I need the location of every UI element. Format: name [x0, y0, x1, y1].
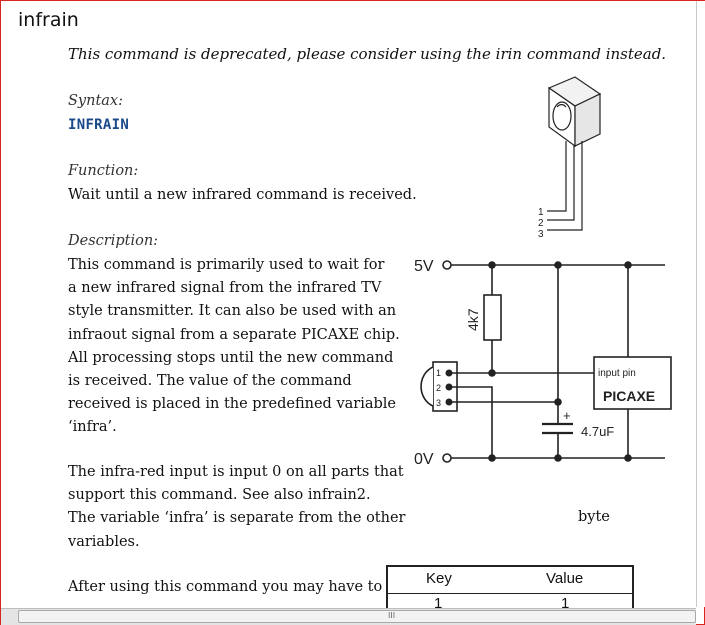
- table-header-value: Value: [546, 570, 584, 587]
- pin-label: 3: [538, 229, 544, 240]
- description-line: is received. The value of the command: [68, 373, 352, 390]
- supply-label: 5V: [414, 258, 434, 275]
- notes-text: The infra-red input is input 0 on all pa…: [68, 461, 406, 554]
- table-cell: 1: [561, 595, 570, 612]
- key-value-table: Key Value 1 1: [386, 565, 634, 617]
- deprecation-notice: This command is deprecated, please consi…: [68, 45, 667, 63]
- chip-label: PICAXE: [603, 388, 655, 404]
- description-line: This command is primarily used to wait f…: [68, 257, 385, 273]
- syntax-label: Syntax:: [68, 93, 123, 109]
- capacitor-plus: +: [563, 408, 571, 423]
- after-text: After using this command you may have to: [68, 579, 383, 595]
- description-line: All processing stops until the new comma…: [68, 349, 394, 366]
- scrollbar-grip-icon: III: [388, 611, 396, 620]
- notes-line: The infra-red input is input 0 on all pa…: [68, 464, 404, 480]
- byte-label: byte: [578, 509, 610, 525]
- chip-pin-label: input pin: [598, 368, 636, 379]
- notes-line: The variable ‘infra’ is separate from th…: [68, 510, 406, 527]
- description-line: a new infrared signal from the infrared …: [68, 280, 382, 297]
- description-line: ‘infra’.: [68, 419, 117, 436]
- horizontal-scrollbar-thumb[interactable]: [18, 610, 696, 623]
- notes-line: variables.: [68, 533, 140, 550]
- table-header: Key Value: [388, 567, 632, 594]
- description-line: style transmitter. It can also be used w…: [68, 303, 397, 320]
- receiver-pin-label: 1: [436, 368, 441, 378]
- page-title: infrain: [18, 9, 79, 31]
- pin-label: 2: [538, 218, 544, 229]
- schematic: [420, 260, 672, 463]
- description-text: This command is primarily used to wait f…: [68, 254, 400, 440]
- receiver-pin-label: 2: [436, 383, 441, 393]
- receiver-pin-label: 3: [436, 398, 441, 408]
- pin-label: 1: [538, 207, 544, 218]
- table-header-key: Key: [426, 570, 452, 587]
- junction-dots: [445, 261, 632, 462]
- table-cell: 1: [434, 595, 443, 612]
- function-label: Function:: [68, 163, 139, 179]
- description-line: infraout signal from a separate PICAXE c…: [68, 326, 400, 343]
- capacitor-label: 4.7uF: [581, 424, 614, 439]
- syntax-command: INFRAIN: [68, 117, 130, 133]
- notes-line: support this command. See also infrain2.: [68, 487, 371, 504]
- resistor-label: 4k7: [465, 308, 481, 331]
- ground-label: 0V: [414, 451, 434, 468]
- description-line: received is placed in the predefined var…: [68, 396, 396, 413]
- ir-receiver-drawing: [547, 76, 602, 231]
- vertical-scrollbar[interactable]: [696, 1, 705, 607]
- description-label: Description:: [68, 233, 159, 249]
- function-text: Wait until a new infrared command is rec…: [68, 187, 417, 203]
